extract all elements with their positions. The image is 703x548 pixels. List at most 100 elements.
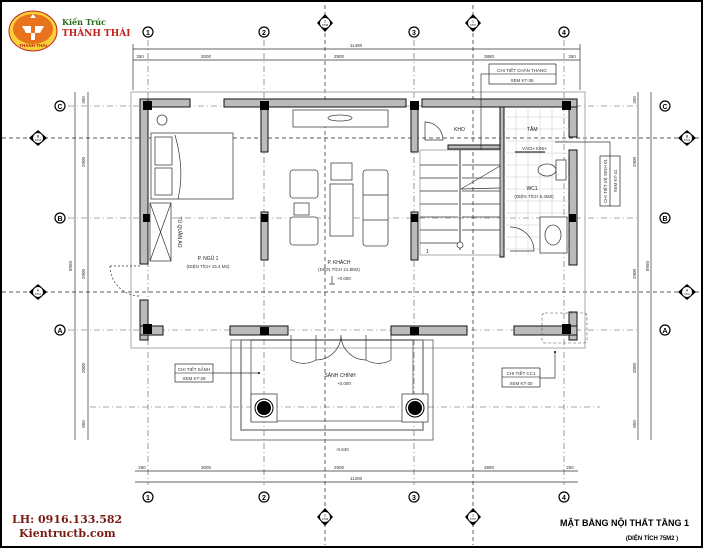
dim: 350: [136, 54, 144, 59]
label: CHI TIẾT CC1: [507, 370, 536, 376]
dim: 350: [81, 96, 86, 104]
label: A: [37, 289, 40, 293]
dim: 3880: [484, 54, 495, 59]
dim: 350: [568, 54, 576, 59]
dim: 2900: [334, 465, 345, 470]
shower-label: TẮM: [527, 125, 538, 133]
dim: 250: [566, 465, 574, 470]
dim: 2900: [81, 268, 86, 279]
axis-c-right: C: [662, 104, 667, 111]
axis-a-right: A: [662, 328, 667, 335]
label: XEM KT-36: [510, 78, 534, 83]
bathroom: TẮM VÁCH KÍNH WC1 (DIỆN TÍCH 5.4M2): [504, 107, 569, 255]
axis-4-top: 4: [562, 30, 566, 37]
wc-label: WC1: [526, 186, 537, 192]
callout-wc: CHI TIẾT VỆ SINH 01 XEM KT-41: [555, 141, 621, 207]
label: XEM KT-41: [613, 169, 618, 193]
label: CHI TIẾT SẢNH: [178, 366, 210, 372]
label: KT08: [322, 518, 329, 521]
label: B: [37, 135, 40, 139]
drawing-subtitle: (DIỆN TÍCH 75M2 ): [626, 534, 678, 542]
logo-badge: THÀNH THÁI: [19, 42, 47, 48]
dimensions-bottom: 11280 250 3000 2900 3880 250: [135, 465, 578, 483]
axis-3-top: 3: [412, 30, 416, 37]
axis-1-top: 1: [146, 30, 150, 37]
logo-line2: THÀNH THÁI: [62, 27, 130, 39]
staircase: 1 KHO: [419, 121, 501, 256]
axis-2-top: 2: [262, 30, 266, 37]
dim: 350: [632, 96, 637, 104]
label: 1: [472, 20, 474, 24]
contact-website[interactable]: Kientructb.com: [19, 527, 116, 540]
dim: 850: [632, 420, 637, 428]
walls: [130, 91, 586, 349]
axis-a-left: A: [57, 328, 62, 335]
label: 2: [324, 20, 326, 24]
dim-total: 8950: [645, 260, 650, 271]
dimensions-right: 8950 350 2900 2900 2000 850: [632, 92, 652, 440]
label: KT12: [35, 139, 42, 142]
axis-3-bottom: 3: [412, 495, 416, 502]
living-label: P. KHÁCH: [328, 259, 351, 266]
glass-partition-label: VÁCH KÍNH: [522, 145, 547, 151]
lobby: SẢNH CHÍNH +0.000 -0.640: [230, 312, 588, 452]
dimensions-top: 11480 350 3000 2900 3880 350: [132, 43, 581, 90]
dim: 3000: [201, 465, 212, 470]
storage-label: KHO: [454, 127, 465, 133]
label: CHI TIẾT VỆ SINH 01: [601, 158, 608, 203]
level-marker-icon: [329, 276, 335, 285]
bedroom-area: (DIỆN TÍCH 15.4 M2): [187, 262, 230, 269]
wardrobe-label: TỦ QUẦN ÁO: [176, 216, 183, 247]
ground-level: -0.640: [336, 447, 349, 452]
axis-c-left: C: [57, 104, 62, 111]
axis-b-left: B: [57, 216, 62, 223]
label: KT08: [322, 24, 329, 27]
dim-total: 8950: [68, 260, 73, 271]
label: KT07: [470, 24, 477, 27]
wc-area: (DIỆN TÍCH 5.4M2): [514, 192, 554, 199]
dim: 2900: [81, 156, 86, 167]
bed: [150, 114, 234, 200]
lobby-label: SẢNH CHÍNH: [324, 372, 356, 379]
dim: 2900: [632, 156, 637, 167]
label: KT12: [684, 139, 691, 142]
axis-2-bottom: 2: [262, 495, 266, 502]
label: 2: [324, 514, 326, 518]
dim: 2900: [334, 54, 345, 59]
living-furniture: [289, 109, 389, 247]
living-level: +0.000: [337, 276, 351, 281]
dim-total: 11280: [350, 476, 363, 481]
dimensions-left: 8950 350 2900 2900 2000 850: [68, 92, 89, 440]
label: KT07: [470, 518, 477, 521]
axis-b-right: B: [662, 216, 667, 223]
label: KT11: [684, 293, 690, 296]
door-swing: [109, 265, 141, 297]
callout-cc1: CHI TIẾT CC1 XEM KT-30: [501, 351, 556, 388]
dim: 250: [138, 465, 146, 470]
label: XEM KT-28: [182, 376, 206, 381]
label: 1: [472, 514, 474, 518]
wardrobe: TỦ QUẦN ÁO: [149, 202, 183, 262]
label: B: [686, 135, 689, 139]
living-area: (DIỆN TÍCH 21.8M2): [318, 265, 360, 272]
label: XEM KT-30: [509, 381, 533, 386]
callout-stair: CHI TIẾT CHÂN THANG XEM KT-36: [480, 63, 557, 150]
dim: 2000: [81, 362, 86, 373]
axis-bubbles: 1 2 3 4 1 2 3 4 C B A C B A: [54, 26, 671, 503]
logo-line1: Kiến Trúc: [62, 17, 106, 27]
dim: 3880: [484, 465, 495, 470]
dim: 3000: [201, 54, 212, 59]
dim-total: 11480: [350, 43, 363, 48]
bedroom-label: P. NGỦ 1: [198, 255, 219, 262]
axis-4-bottom: 4: [562, 495, 566, 502]
lobby-level: +0.000: [337, 381, 351, 386]
label: CHI TIẾT CHÂN THANG: [497, 67, 547, 73]
axis-1-bottom: 1: [146, 495, 150, 502]
stair-step-label: 1: [426, 249, 429, 255]
dim: 850: [81, 420, 86, 428]
contact-phone: LH: 0916.133.582: [12, 513, 122, 526]
label: KT11: [35, 293, 41, 296]
label: A: [686, 289, 689, 293]
